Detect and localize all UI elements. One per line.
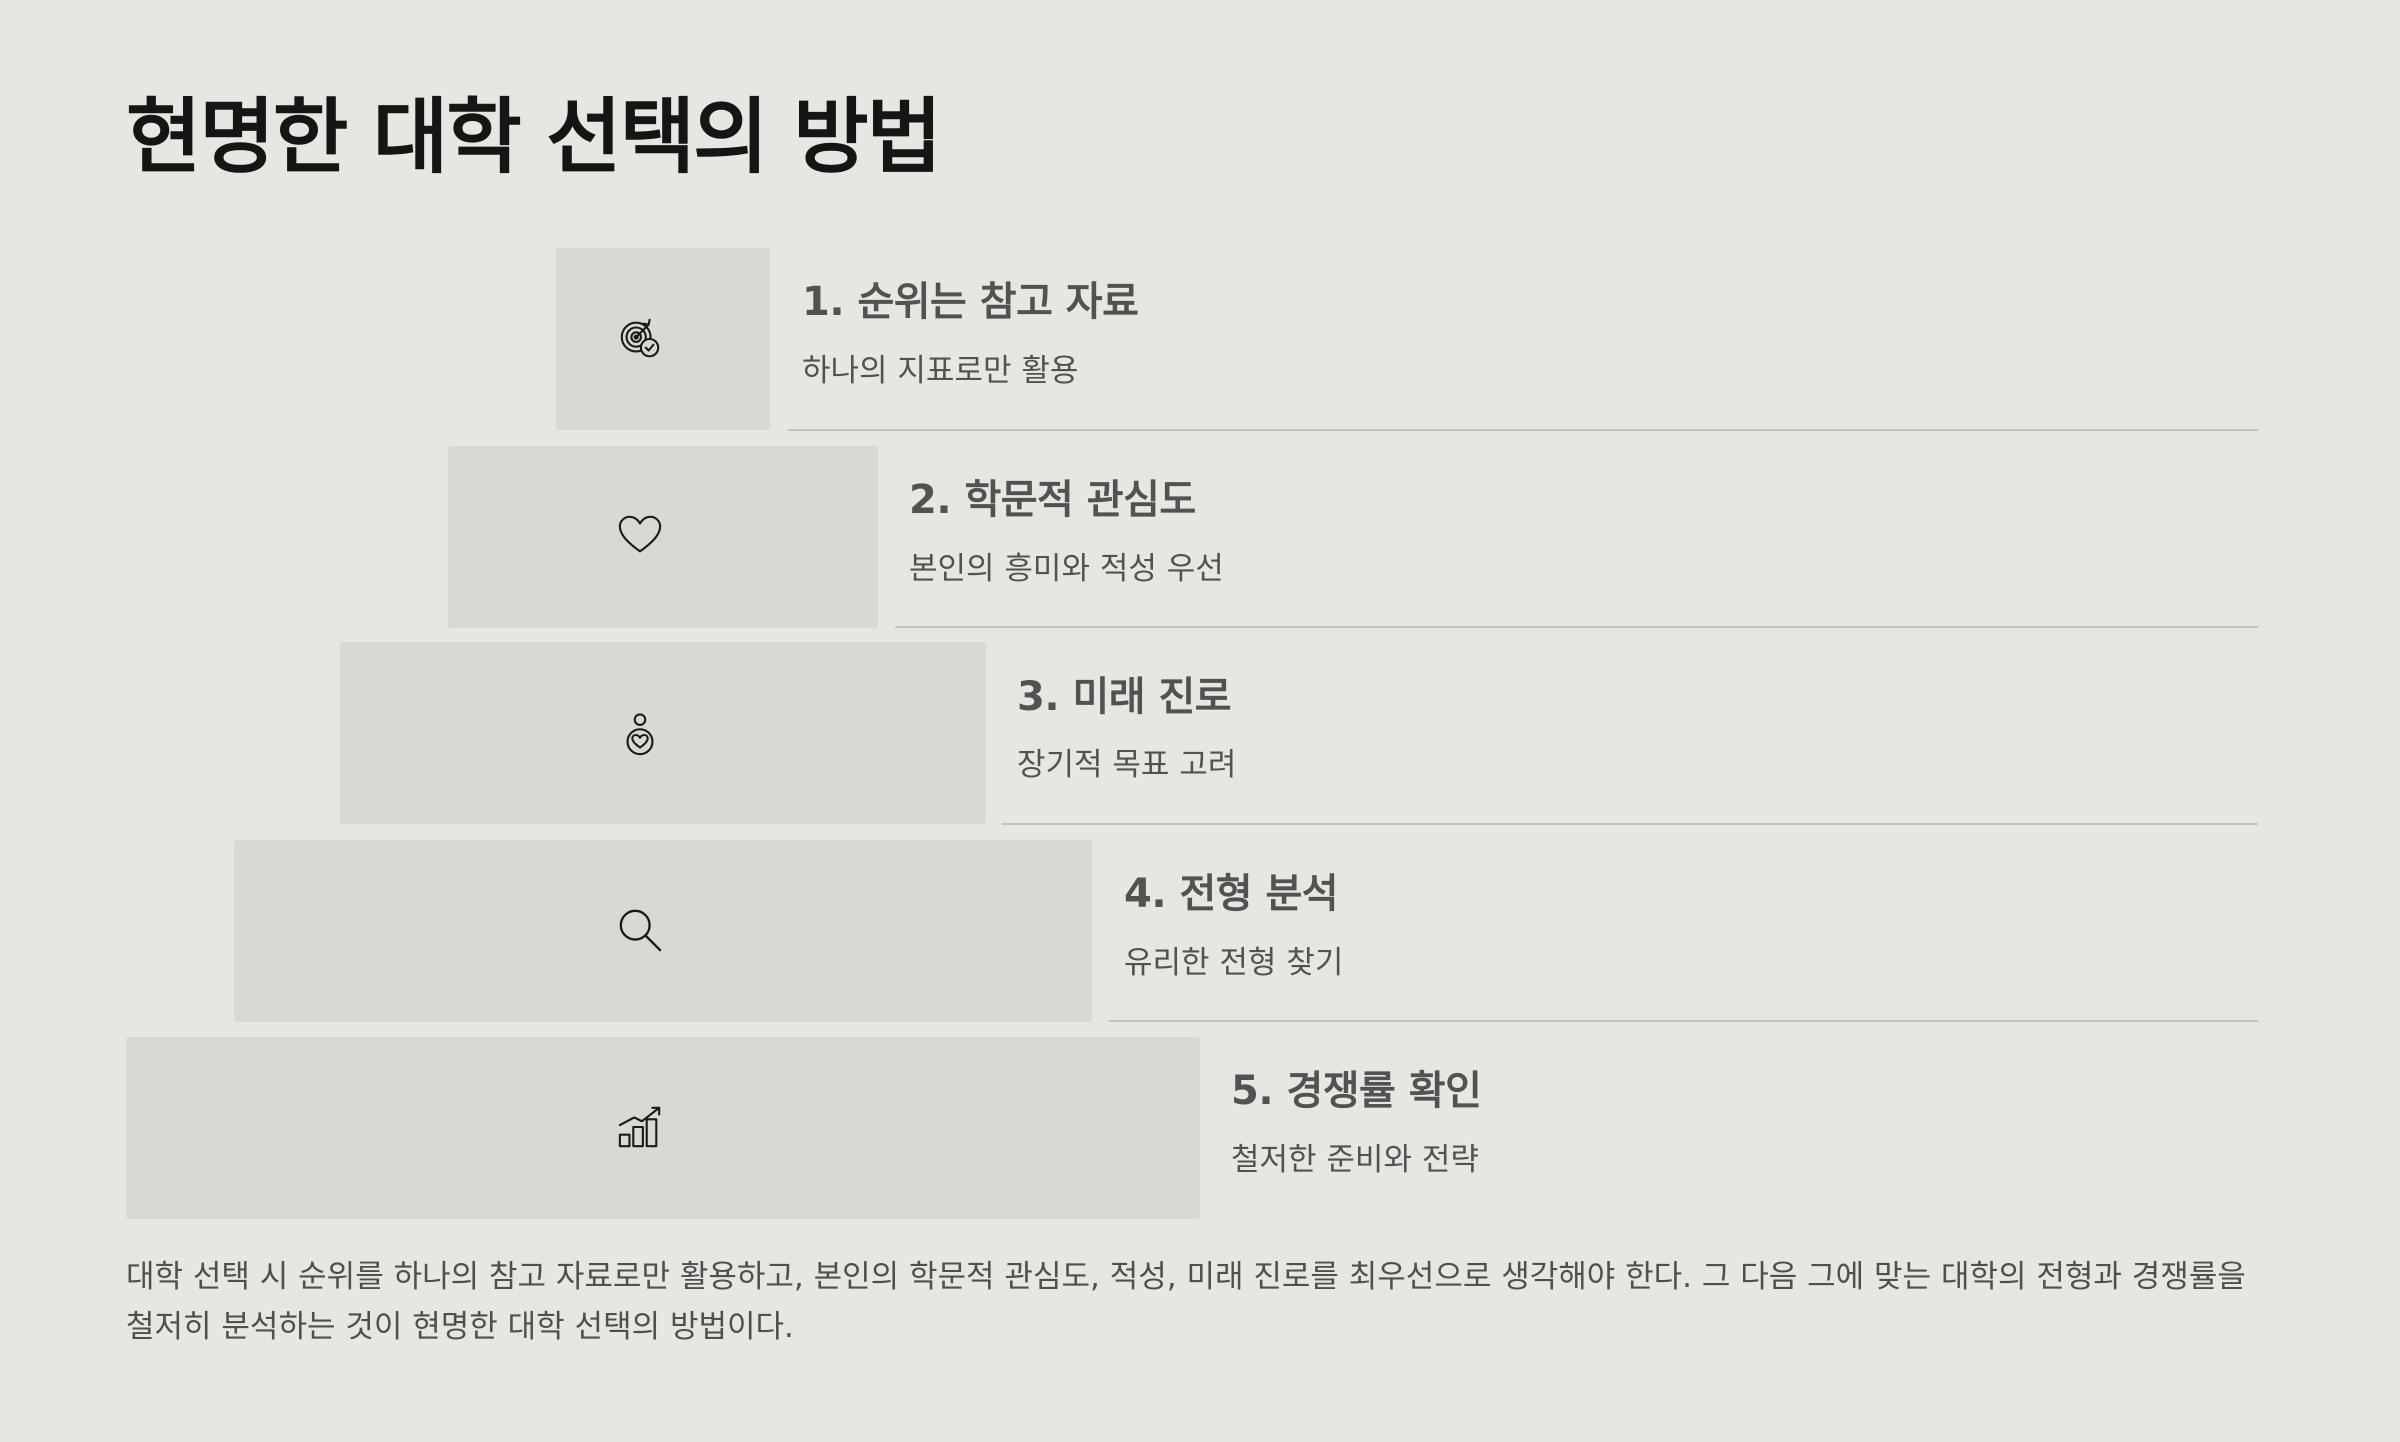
step-block-5	[126, 1037, 1200, 1219]
step-desc-5: 철저한 준비와 전략	[1231, 1142, 1479, 1178]
search-icon	[617, 907, 663, 953]
step-heading-2: 2. 학문적 관심도	[909, 477, 1196, 523]
step-divider-1	[788, 429, 2258, 431]
step-block-1	[556, 248, 770, 430]
person-heart-icon	[617, 712, 663, 758]
step-desc-3: 장기적 목표 고려	[1017, 747, 1237, 783]
step-block-4	[234, 840, 1092, 1022]
step-desc-2: 본인의 흥미와 적성 우선	[909, 551, 1224, 587]
step-heading-4: 4. 전형 분석	[1124, 871, 1339, 917]
step-block-2	[448, 446, 878, 628]
step-desc-1: 하나의 지표로만 활용	[802, 353, 1079, 389]
heart-icon	[617, 513, 663, 559]
step-desc-4: 유리한 전형 찾기	[1124, 945, 1344, 981]
page-title: 현명한 대학 선택의 방법	[126, 90, 942, 185]
target-check-icon	[617, 316, 663, 362]
step-divider-4	[1109, 1020, 2258, 1022]
step-heading-5: 5. 경쟁률 확인	[1231, 1068, 1482, 1114]
step-divider-3	[1002, 823, 2258, 825]
step-heading-1: 1. 순위는 참고 자료	[802, 279, 1139, 325]
step-heading-3: 3. 미래 진로	[1017, 674, 1232, 720]
growth-chart-icon	[617, 1104, 663, 1150]
step-divider-2	[895, 626, 2258, 628]
summary-text: 대학 선택 시 순위를 하나의 참고 자료로만 활용하고, 본인의 학문적 관심…	[126, 1259, 2246, 1345]
step-block-3	[340, 642, 986, 824]
